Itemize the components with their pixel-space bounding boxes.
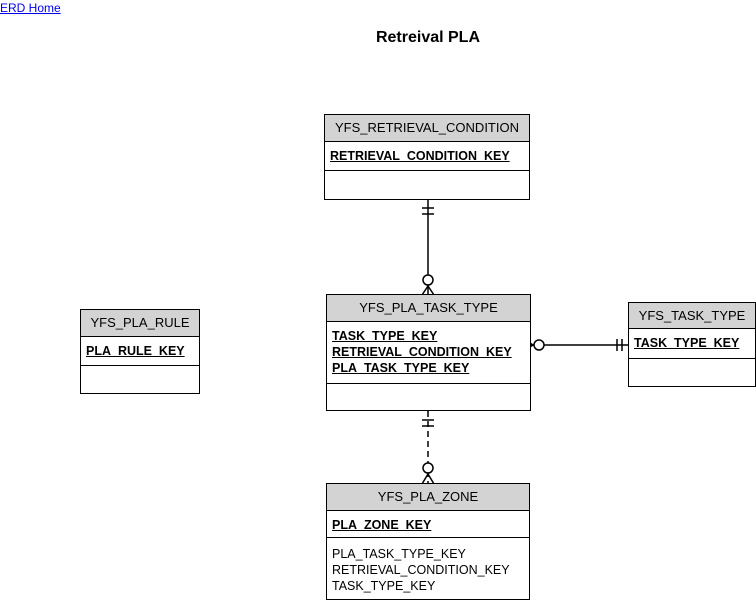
primary-key-field: PLA_ZONE_KEY	[332, 518, 432, 532]
entity-primary-keys: RETRIEVAL_CONDITION_KEY	[325, 142, 529, 171]
entity-yfs-pla-task-type[interactable]: YFS_PLA_TASK_TYPE TASK_TYPE_KEY RETRIEVA…	[326, 294, 531, 411]
primary-key-field: RETRIEVAL_CONDITION_KEY	[330, 149, 510, 163]
primary-key-field: TASK_TYPE_KEY	[332, 329, 438, 343]
relationship-pla-task-type-to-pla-zone	[421, 411, 435, 485]
attribute-field: TASK_TYPE_KEY	[332, 579, 436, 593]
entity-yfs-pla-zone[interactable]: YFS_PLA_ZONE PLA_ZONE_KEY PLA_TASK_TYPE_…	[326, 483, 530, 600]
attribute-field: PLA_TASK_TYPE_KEY	[332, 547, 466, 561]
entity-yfs-task-type[interactable]: YFS_TASK_TYPE TASK_TYPE_KEY	[628, 302, 756, 387]
entity-attributes	[325, 171, 529, 179]
entity-primary-keys: PLA_ZONE_KEY	[327, 511, 529, 538]
relationship-task-type-to-pla-task-type	[523, 338, 629, 352]
erd-home-link[interactable]: ERD Home	[0, 1, 61, 15]
primary-key-field: RETRIEVAL_CONDITION_KEY	[332, 345, 512, 359]
entity-primary-keys: PLA_RULE_KEY	[81, 337, 199, 366]
entity-attributes: PLA_TASK_TYPE_KEY RETRIEVAL_CONDITION_KE…	[327, 538, 529, 594]
attribute-field: RETRIEVAL_CONDITION_KEY	[332, 563, 510, 577]
entity-header: YFS_PLA_RULE	[81, 310, 199, 337]
entity-header: YFS_PLA_TASK_TYPE	[327, 295, 530, 322]
entity-primary-keys: TASK_TYPE_KEY	[629, 329, 755, 359]
entity-primary-keys: TASK_TYPE_KEY RETRIEVAL_CONDITION_KEY PL…	[327, 322, 530, 384]
entity-header: YFS_TASK_TYPE	[629, 303, 755, 329]
primary-key-field: PLA_TASK_TYPE_KEY	[332, 361, 470, 375]
primary-key-field: PLA_RULE_KEY	[86, 344, 185, 358]
entity-attributes	[327, 384, 530, 392]
entity-header: YFS_PLA_ZONE	[327, 484, 529, 511]
entity-yfs-pla-rule[interactable]: YFS_PLA_RULE PLA_RULE_KEY	[80, 309, 200, 394]
primary-key-field: TASK_TYPE_KEY	[634, 336, 740, 350]
entity-yfs-retrieval-condition[interactable]: YFS_RETRIEVAL_CONDITION RETRIEVAL_CONDIT…	[324, 114, 530, 200]
entity-attributes	[629, 359, 755, 367]
entity-header: YFS_RETRIEVAL_CONDITION	[325, 115, 529, 142]
relationship-retrieval-condition-to-pla-task-type	[421, 200, 435, 296]
page-title: Retreival PLA	[375, 29, 481, 46]
entity-attributes	[81, 366, 199, 374]
